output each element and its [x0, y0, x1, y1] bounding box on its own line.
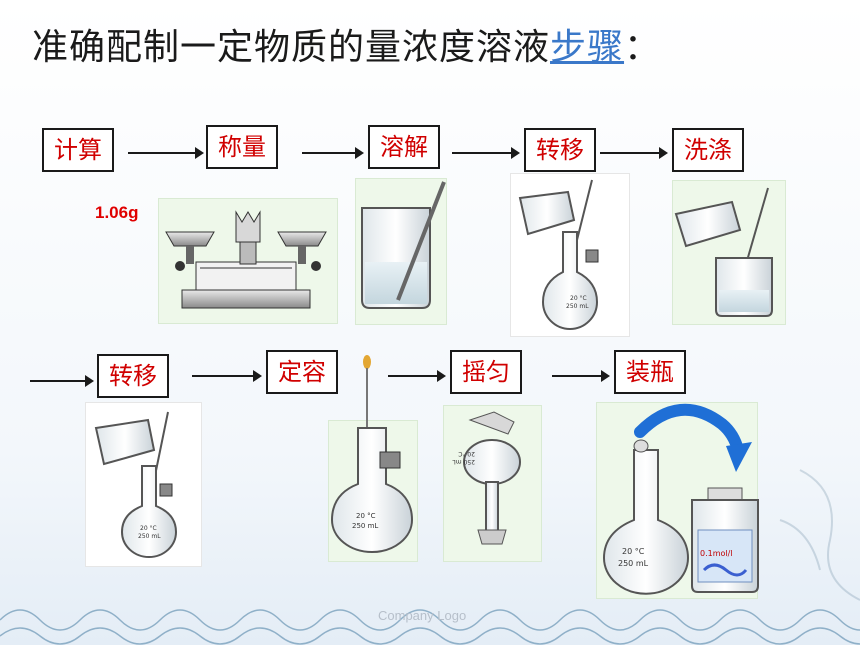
step-dissolve: 溶解	[368, 125, 440, 169]
arrow-8	[552, 370, 610, 382]
flask-volume-5: 250 mL	[618, 559, 649, 568]
flask-temp-2: 20 °C	[140, 525, 157, 532]
shake-flask-icon: 20 °C 250 mL	[452, 411, 521, 545]
mass-label: 1.06g	[95, 203, 139, 222]
wash-icon	[674, 187, 773, 317]
step-shake: 摇匀	[450, 350, 522, 394]
bottle-icon: 20 °C 250 mL 0.1mol/l	[602, 403, 759, 595]
transfer-flask-icon-1: 20 °C 250 mL	[518, 179, 599, 330]
flask-volume-3: 250 mL	[352, 522, 378, 530]
flask-volume-4: 250 mL	[452, 458, 475, 465]
step-bottle: 装瓶	[614, 350, 686, 394]
flask-temp-1: 20 °C	[570, 295, 587, 302]
arrow-2	[302, 147, 364, 159]
footer-logo-text: Company Logo	[378, 608, 467, 623]
arrow-4	[600, 147, 668, 159]
flask-temp-5: 20 °C	[622, 547, 645, 556]
bottle-label: 0.1mol/l	[700, 549, 733, 558]
flask-temp-3: 20 °C	[356, 512, 376, 520]
dilute-flask-icon: 20 °C 250 mL	[330, 355, 414, 553]
step-weigh: 称量	[206, 125, 278, 169]
arrow-3	[452, 147, 520, 159]
arrow-6	[192, 370, 262, 382]
arrow-5	[30, 375, 94, 387]
step-wash: 洗涤	[672, 128, 744, 172]
step-calculate: 计算	[42, 128, 114, 172]
step-transfer-2: 转移	[97, 354, 169, 398]
wave-border-icon	[0, 609, 860, 645]
flask-volume-2: 250 mL	[138, 533, 161, 540]
title-link-steps[interactable]: 步骤	[550, 27, 625, 68]
page-title: 准确配制一定物质的量浓度溶液步骤：	[32, 18, 661, 70]
step-dilute: 定容	[266, 350, 338, 394]
title-main: 准确配制一定物质的量浓度溶液	[32, 27, 551, 68]
transfer-flask-icon-2: 20 °C 250 mL	[94, 411, 178, 558]
beaker-icon	[361, 181, 446, 309]
dragon-watermark-icon	[779, 469, 860, 601]
balance-icon	[165, 210, 327, 309]
title-colon: ：	[624, 27, 662, 68]
arrow-1	[128, 147, 204, 159]
flask-temp-4: 20 °C	[458, 450, 475, 457]
flask-volume-1: 250 mL	[566, 303, 589, 310]
arrow-7	[388, 370, 446, 382]
step-transfer-1: 转移	[524, 128, 596, 172]
